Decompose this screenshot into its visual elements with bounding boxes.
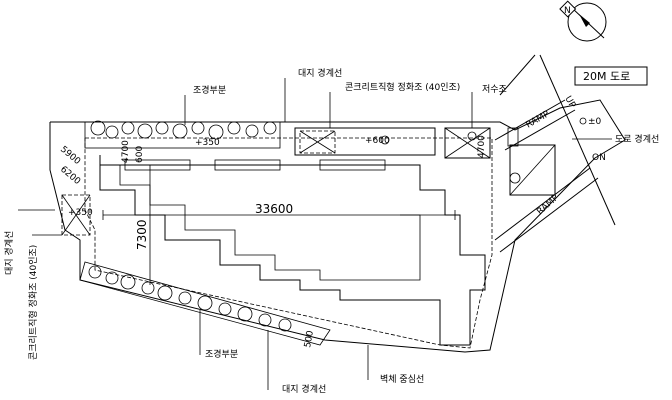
ramp-lower: RAMP	[494, 144, 599, 253]
road-label: 20M 도로	[583, 70, 630, 83]
callout-site-boundary-left: 대지 경계선	[3, 209, 55, 275]
landscape-strip-top: +350	[84, 120, 281, 149]
setback-line	[84, 137, 493, 349]
road-boundary-callout: 도로 경계선 ON	[572, 133, 659, 163]
callout-site-boundary-top: 대지 경계선	[284, 67, 342, 122]
label-concrete-tank-top: 콘크리트직형 정화조 (40인조)	[345, 82, 460, 93]
north-arrow-icon: N	[559, 0, 607, 42]
water-tank	[444, 127, 491, 159]
dimension-setback-top: 4700 600 4700	[121, 135, 487, 163]
dimension-setback-top-a: 4700	[121, 140, 131, 163]
ramp-label-upper: RAMP	[525, 109, 552, 131]
north-label: N	[564, 6, 571, 16]
dimension-width-label: 33600	[255, 202, 293, 216]
callout-site-boundary-bottom: 대지 경계선	[267, 330, 326, 395]
dimension-setback-right: 4700	[477, 135, 487, 158]
landscape-strip-bottom: 500	[79, 261, 331, 349]
callout-concrete-tank-top: 콘크리트직형 정화조 (40인조)	[329, 82, 460, 128]
label-site-boundary-bottom: 대지 경계선	[282, 383, 326, 395]
label-wall-center: 벽체 중심선	[380, 374, 424, 385]
dimension-setback-left-a: 5900	[58, 145, 82, 168]
level-zero-label: ±0	[588, 117, 602, 127]
road-edge	[499, 54, 616, 226]
label-water-tank: 저수조	[482, 84, 507, 95]
building-outline	[99, 155, 486, 346]
label-site-boundary-top: 대지 경계선	[298, 67, 342, 79]
callout-water-tank: 저수조	[471, 84, 507, 128]
label-site-boundary-left: 대지 경계선	[3, 231, 15, 275]
dimension-setback-top-b: 600	[135, 146, 145, 163]
road-label-box: 20M 도로	[574, 66, 648, 86]
dimension-depth-label: 7300	[135, 219, 149, 250]
callout-landscape-top: 조경부분	[184, 84, 226, 125]
callout-wall-center: 벽체 중심선	[367, 345, 424, 385]
on-label: ON	[592, 153, 606, 163]
level-zero-marker: ±0	[579, 117, 602, 127]
callout-landscape-bottom: 조경부분	[199, 310, 238, 360]
dimension-depth: 7300	[135, 165, 151, 285]
callout-concrete-tank-left: 콘크리트직형 정화조 (40인조)	[28, 234, 62, 360]
label-landscape-top: 조경부분	[193, 84, 226, 96]
up-label: UP	[562, 95, 577, 111]
dimension-setback-left-b: 6200	[58, 165, 82, 188]
dimension-setback-bottom: 500	[303, 330, 316, 349]
label-landscape-bottom: 조경부분	[205, 348, 238, 360]
septic-tank-top: +600	[294, 127, 436, 156]
label-concrete-tank-left: 콘크리트직형 정화조 (40인조)	[28, 245, 39, 360]
level-label-top: +350	[195, 138, 220, 148]
level-label-600: +600	[365, 136, 390, 146]
level-label-left: +350	[68, 208, 93, 218]
dimension-width: 33600	[102, 202, 456, 220]
road-boundary-label: 도로 경계선	[615, 133, 659, 145]
ramp-upper: RAMP UP	[494, 95, 577, 151]
building-top-bays	[124, 159, 386, 171]
